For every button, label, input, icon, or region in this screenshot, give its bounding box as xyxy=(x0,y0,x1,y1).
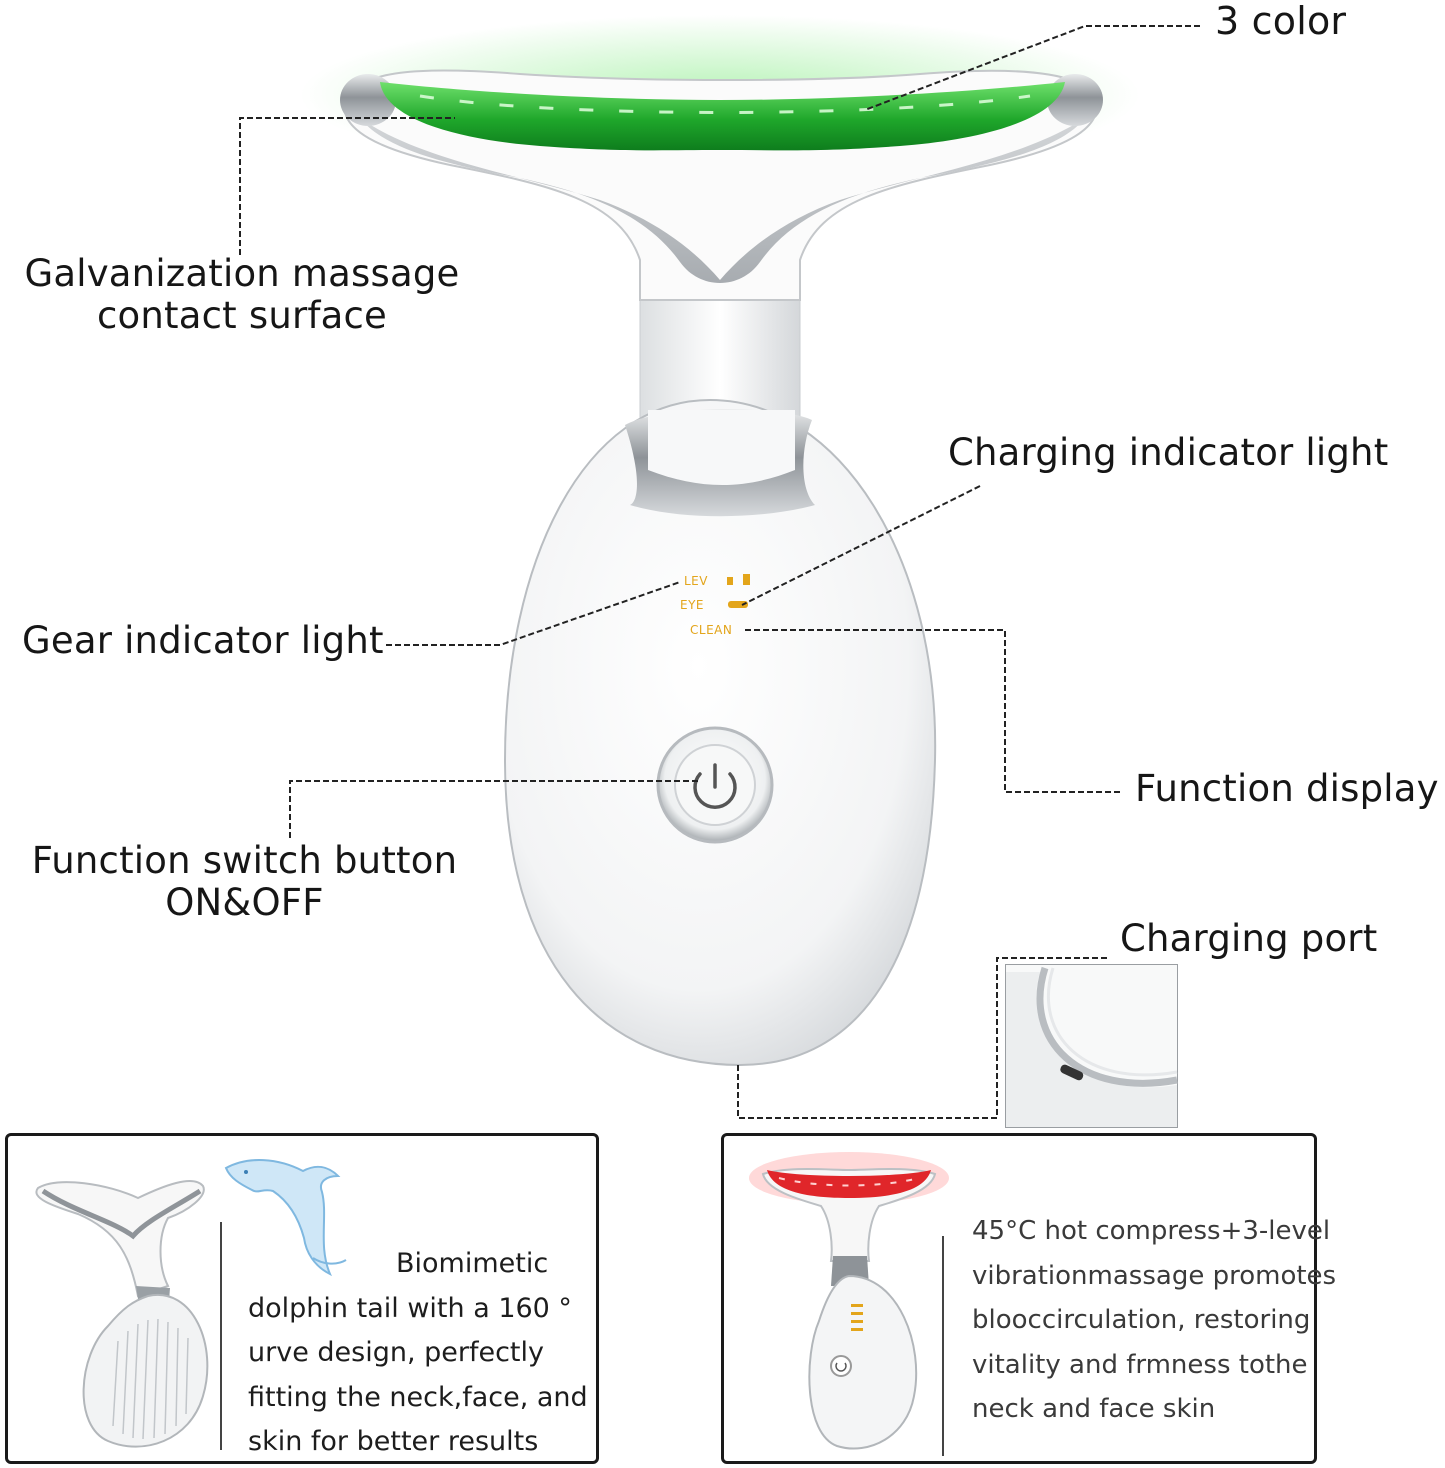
hot-compress-divider xyxy=(942,1236,944,1456)
label-galvanization-line2: contact surface xyxy=(97,293,387,337)
mini-device-illustration xyxy=(35,1180,209,1448)
label-3-color: 3 color xyxy=(1215,0,1347,43)
label-function-switch: Function switch button ON&OFF xyxy=(22,840,467,924)
hot-compress-line3: blooccirculation, restoring xyxy=(972,1305,1311,1335)
hot-compress-line4: vitality and frmness tothe xyxy=(972,1349,1308,1380)
dolphin-divider xyxy=(220,1222,222,1450)
display-eye: EYE xyxy=(680,598,704,612)
dolphin-text-line1: Biomimetic xyxy=(396,1248,549,1279)
leader-3color xyxy=(864,25,1200,111)
label-function-switch-line2: ON&OFF xyxy=(165,880,324,924)
label-galvanization-line1: Galvanization massage xyxy=(24,252,460,295)
power-icon xyxy=(693,772,737,809)
leader-galvanization xyxy=(239,117,455,255)
leader-function-display xyxy=(745,629,1122,793)
label-galvanization: Galvanization massage contact surface xyxy=(22,253,462,337)
hot-compress-line5: neck and face skin xyxy=(972,1394,1216,1424)
hot-compress-text: 45°C hot compress+3-level vibrationmassa… xyxy=(972,1209,1336,1432)
dolphin-text-line5: skin for better results xyxy=(248,1426,539,1457)
display-lev: LEV xyxy=(684,574,708,588)
dolphin-text: Biomimetic dolphin tail with a 160 ° urv… xyxy=(248,1242,588,1465)
leader-charging-indicator xyxy=(741,485,981,606)
hot-compress-line1: 45°C hot compress+3-level xyxy=(972,1216,1331,1246)
port-body-curve xyxy=(1006,972,1177,1127)
usb-port-slot xyxy=(1060,1064,1084,1081)
leader-gear xyxy=(386,581,681,646)
leader-switch xyxy=(289,780,700,838)
label-charging-indicator: Charging indicator light xyxy=(948,431,1389,474)
leader-charging-port xyxy=(737,957,1108,1119)
label-charging-port: Charging port xyxy=(1120,917,1378,960)
hot-compress-line2: vibrationmassage promotes xyxy=(972,1260,1337,1291)
display-clean: CLEAN xyxy=(690,623,733,637)
label-function-switch-line1: Function switch button xyxy=(31,839,458,882)
dolphin-illustration xyxy=(224,1159,347,1277)
mini-red-device-illustration xyxy=(749,1152,949,1450)
label-gear-indicator: Gear indicator light xyxy=(22,619,384,662)
dolphin-text-line4: fitting the neck,face, and xyxy=(248,1381,588,1413)
dolphin-panel: Biomimetic dolphin tail with a 160 ° urv… xyxy=(5,1133,599,1464)
dolphin-text-line3: urve design, perfectly xyxy=(248,1337,544,1368)
hot-compress-panel: 45°C hot compress+3-level vibrationmassa… xyxy=(721,1133,1336,1464)
label-function-display: Function display xyxy=(1135,767,1439,810)
dolphin-text-line2: dolphin tail with a 160 ° xyxy=(248,1292,572,1324)
